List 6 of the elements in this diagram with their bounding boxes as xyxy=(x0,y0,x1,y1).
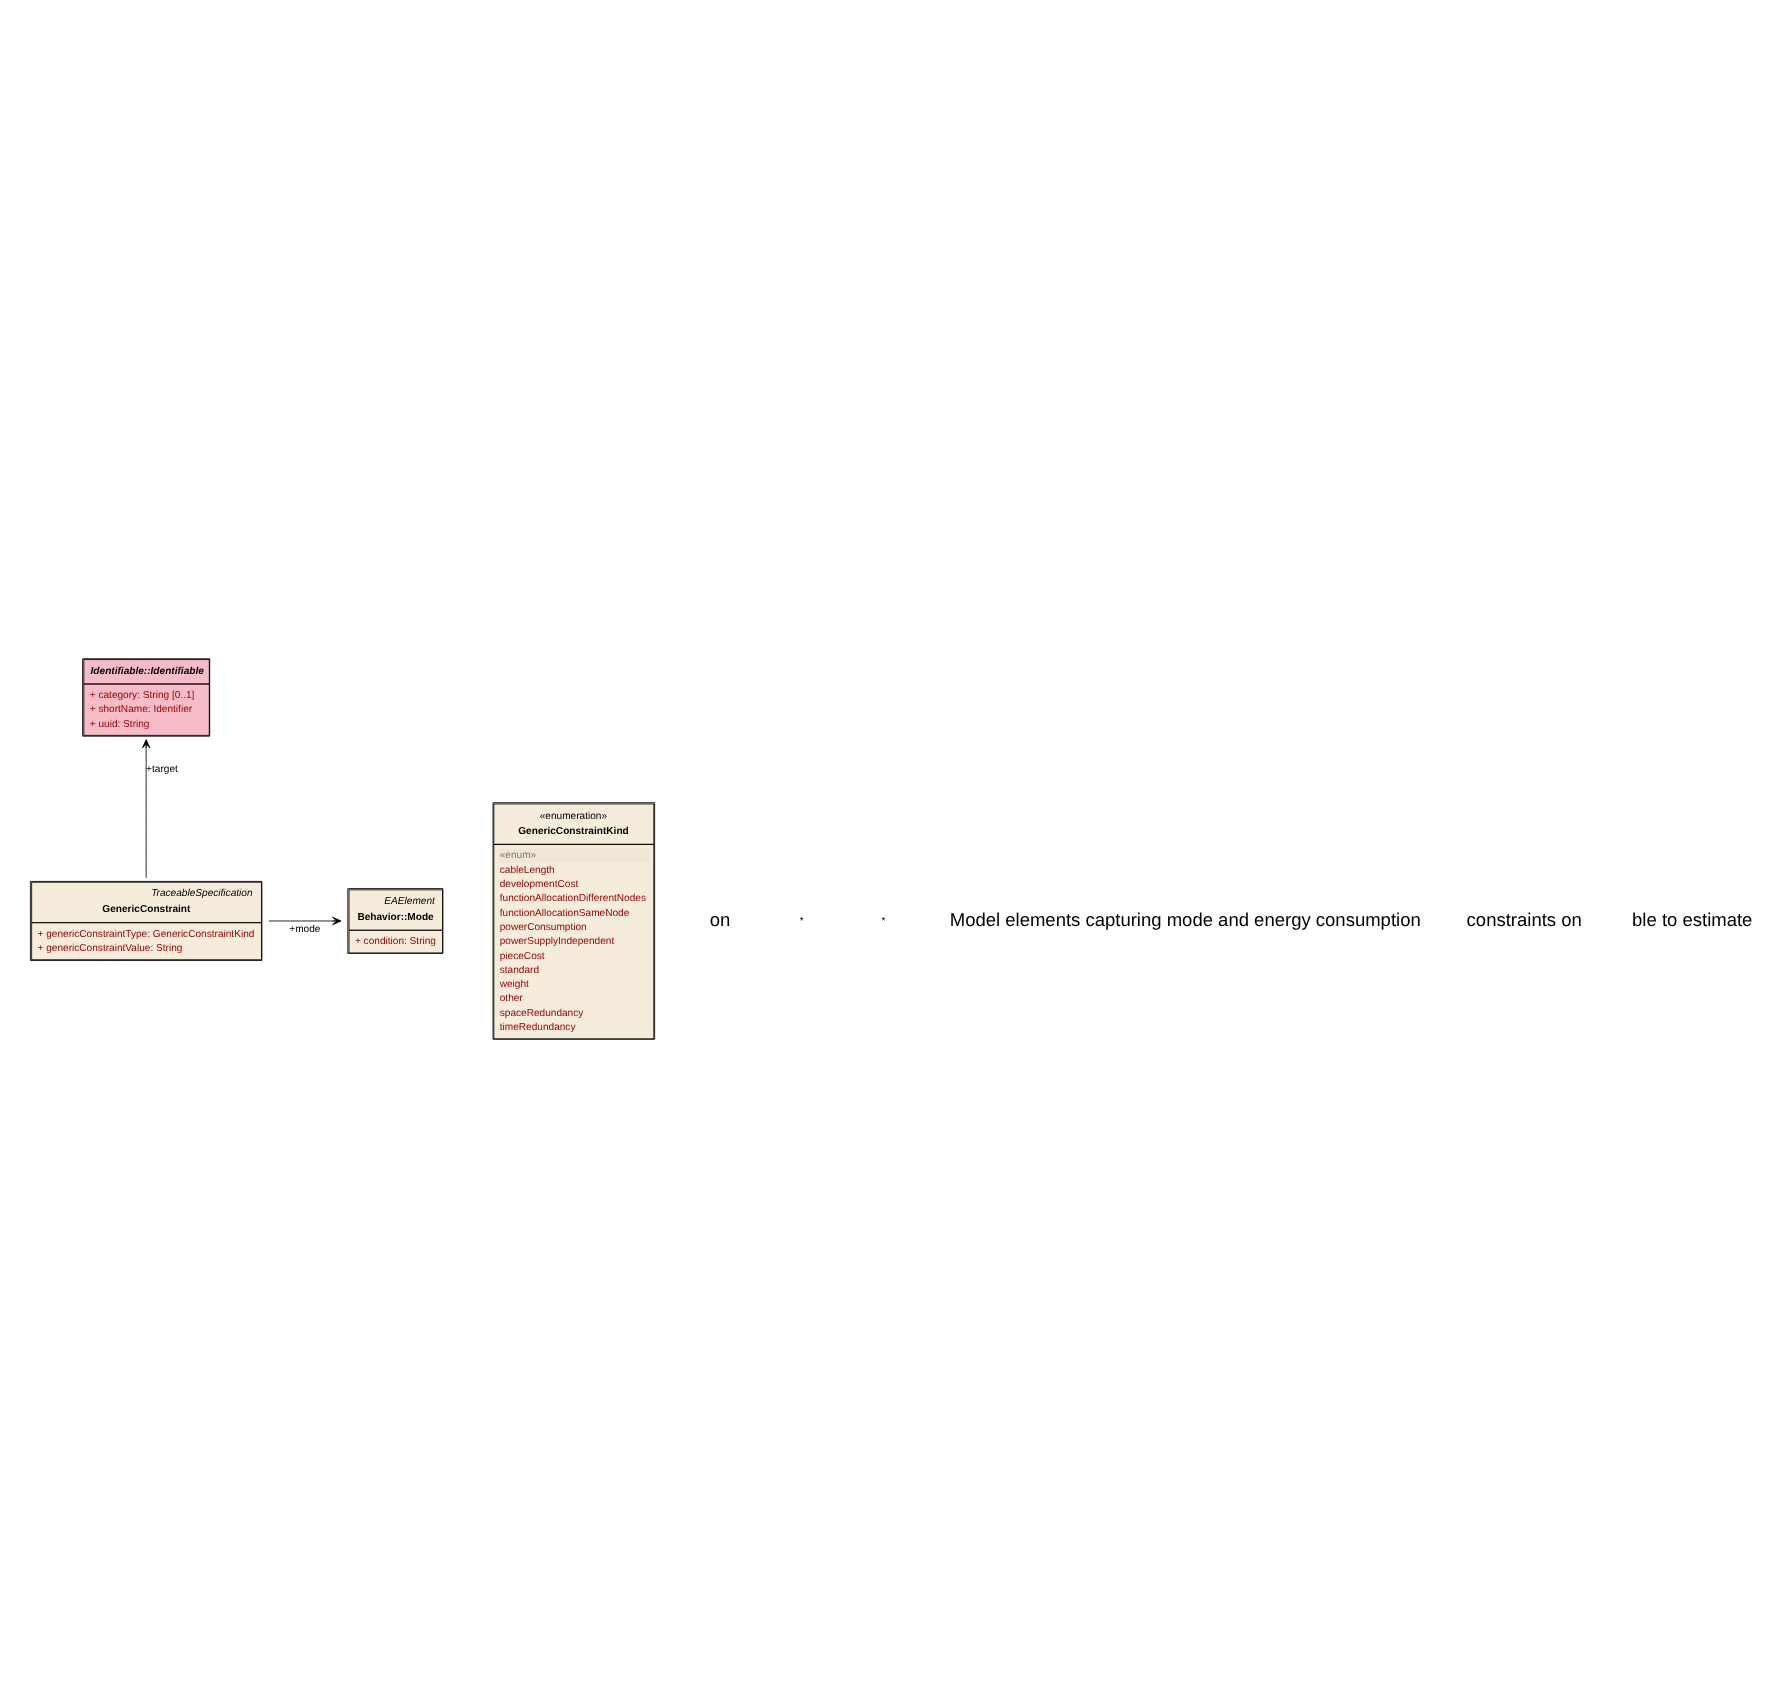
label: ble to estimate xyxy=(1632,908,1753,929)
arrow xyxy=(268,915,342,925)
arrow xyxy=(141,738,151,878)
label: constraints on xyxy=(1466,908,1582,929)
label: on xyxy=(709,908,731,929)
label: Model elements capturing mode and energy consumption xyxy=(949,908,1421,929)
